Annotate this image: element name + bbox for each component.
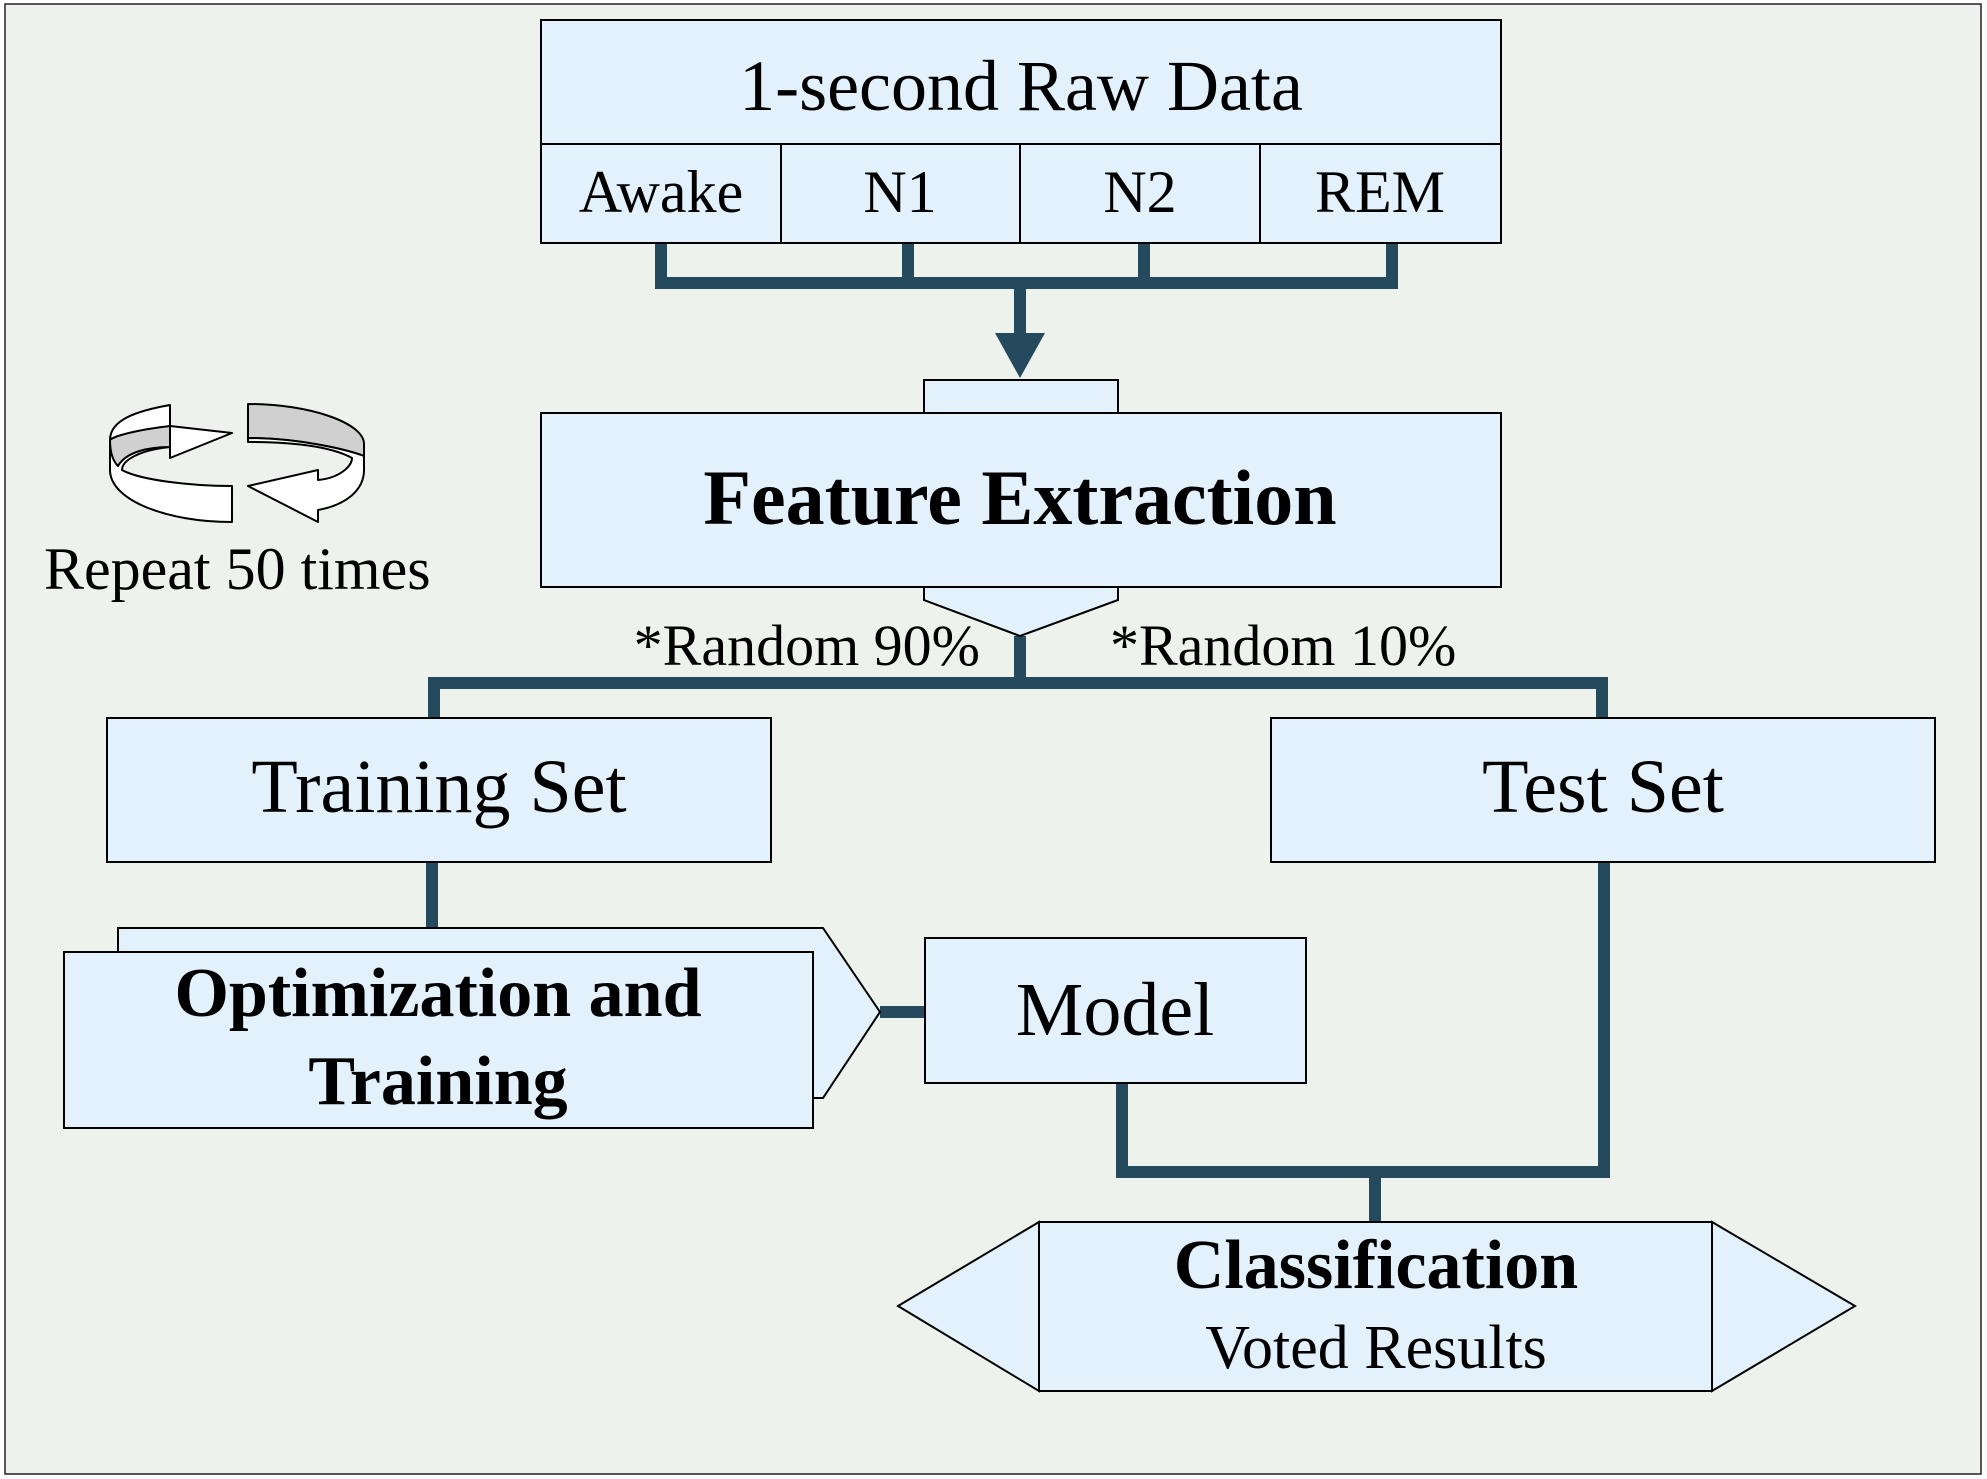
connector-model-test-to-classification xyxy=(1116,862,1610,1222)
stage-label-n1: N1 xyxy=(863,159,936,225)
training-set-box xyxy=(106,717,772,863)
arrow-head-down xyxy=(995,333,1045,378)
connector-split-bus xyxy=(428,677,1608,718)
split-label-right: *Random 10% xyxy=(1110,613,1456,678)
connector-stage-bus xyxy=(655,243,1398,289)
test-set-label: Test Set xyxy=(1482,745,1724,829)
stage-label-awake: Awake xyxy=(579,159,743,225)
model-box xyxy=(924,937,1307,1084)
connectors xyxy=(426,243,1610,1222)
feature-extraction-block: Feature Extraction xyxy=(540,379,1502,638)
classification-subtitle: Voted Results xyxy=(1205,1314,1547,1382)
training-set-label: Training Set xyxy=(251,745,626,829)
model-label: Model xyxy=(1016,968,1214,1052)
raw-data-block: 1-second Raw Data Awake N1 N2 REM xyxy=(540,19,1502,244)
stage-label-rem: REM xyxy=(1315,159,1445,225)
raw-data-title: 1-second Raw Data xyxy=(739,46,1303,126)
repeat-label: Repeat 50 times xyxy=(44,536,431,602)
classification-block: Classification Voted Results xyxy=(896,1220,1857,1393)
stage-label-n2: N2 xyxy=(1103,159,1176,225)
optimization-block: Optimization and Training xyxy=(63,927,882,1129)
optimization-label-line2: Training xyxy=(308,1043,567,1120)
repeat-icon xyxy=(109,403,365,523)
split-label-left: *Random 90% xyxy=(634,613,980,678)
feature-extraction-label: Feature Extraction xyxy=(703,454,1336,541)
optimization-label-line1: Optimization and xyxy=(174,955,701,1032)
classification-title: Classification xyxy=(1174,1227,1578,1304)
test-set-box xyxy=(1270,717,1936,863)
